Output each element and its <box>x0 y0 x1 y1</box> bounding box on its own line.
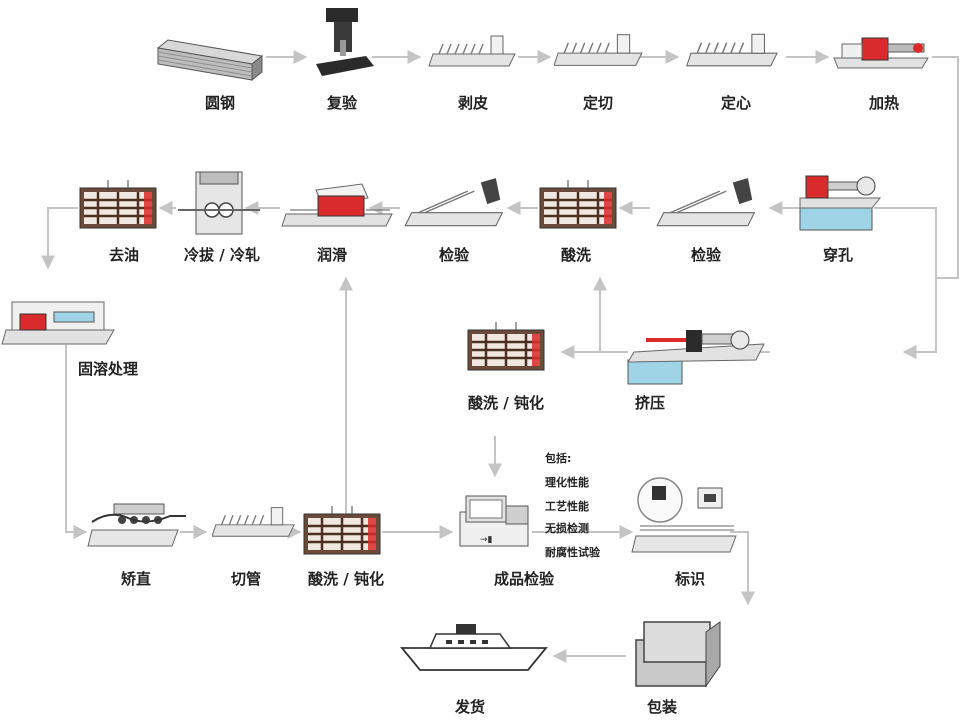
solution-treatment-label: 固溶处理 <box>78 360 138 378</box>
packaging-label: 包装 <box>647 698 678 716</box>
inspection-item: 理化性能 <box>545 475 589 489</box>
inspection-item: 工艺性能 <box>545 499 589 513</box>
pickling-label: 酸洗 <box>561 246 591 264</box>
recheck-label: 复验 <box>326 94 358 112</box>
inspection-items-list: 包括: 理化性能 工艺性能 无损检测 耐腐性试验 <box>544 451 601 559</box>
straightening-machine-icon <box>87 503 186 547</box>
cold-draw-roll-label: 冷拔 / 冷轧 <box>184 246 260 264</box>
shipping-label: 发货 <box>454 698 485 716</box>
cut-to-length-machine-icon <box>554 33 643 67</box>
inspection-1-label: 检验 <box>691 246 722 264</box>
piercing-label: 穿孔 <box>823 246 853 264</box>
lubrication-equipment-icon <box>281 183 393 227</box>
pickling-passivation-tank-1-icon <box>466 322 546 372</box>
inspection-item: 无损检测 <box>544 521 589 535</box>
final-inspection-label: 成品检验 <box>494 570 555 588</box>
recheck-machine-icon <box>316 8 374 76</box>
peeling-machine-icon <box>428 35 516 67</box>
peeling-label: 剥皮 <box>458 94 488 112</box>
centering-machine-icon <box>686 33 778 67</box>
marking-machine-icon <box>631 477 737 553</box>
solution-treatment-furnace-icon <box>1 301 115 345</box>
cold-drawing-mill-icon <box>178 171 260 235</box>
pickling-passivation-1-label: 酸洗 / 钝化 <box>468 394 544 412</box>
piercing-mill-icon <box>799 175 882 231</box>
packaging-boxes-icon <box>635 621 721 688</box>
heating-label: 加热 <box>868 94 899 112</box>
pipe-cutting-label: 切管 <box>231 570 261 588</box>
svg-text:→▮: →▮ <box>480 535 493 545</box>
inspection-item: 耐腐性试验 <box>545 545 601 559</box>
pickling-tank-1-icon <box>538 180 618 230</box>
flow-connectors <box>41 50 959 663</box>
cargo-ship-icon <box>400 624 548 671</box>
inspection-items-heading: 包括: <box>544 451 571 465</box>
watermark: 搜狐号@世界金属导报 <box>788 693 938 711</box>
final-inspection-instrument-icon: →▮ <box>459 495 529 547</box>
marking-label: 标识 <box>674 570 705 588</box>
lubrication-label: 润滑 <box>317 246 347 264</box>
extrusion-press-icon <box>627 330 765 385</box>
cut-to-length-label: 定切 <box>583 94 613 112</box>
pickling-passivation-tank-2-icon <box>302 506 382 556</box>
degreasing-tank-icon <box>78 180 158 230</box>
degreasing-label: 去油 <box>109 246 139 264</box>
round-steel-icon <box>156 39 264 82</box>
straightening-label: 矫直 <box>121 570 151 588</box>
inspection-2-label: 检验 <box>439 246 470 264</box>
extrusion-label: 挤压 <box>635 394 665 412</box>
inspection-2-icon <box>404 177 504 227</box>
pipe-cutting-machine-icon <box>212 506 295 538</box>
inspection-1-icon <box>656 177 756 227</box>
round-steel-label: 圆钢 <box>205 94 235 112</box>
centering-label: 定心 <box>721 94 751 112</box>
pickling-passivation-2-label: 酸洗 / 钝化 <box>308 570 384 588</box>
heating-furnace-icon <box>833 37 929 69</box>
